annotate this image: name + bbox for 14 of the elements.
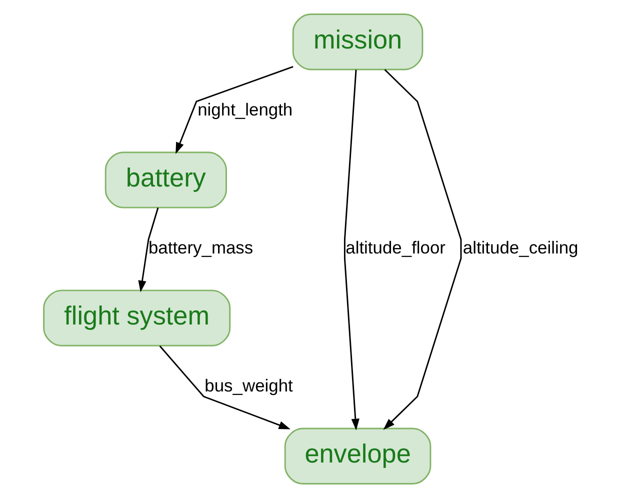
node-box: battery xyxy=(104,152,226,208)
node-box: envelope xyxy=(284,428,431,484)
arrow xyxy=(382,69,462,430)
edge-label: altitude_floor xyxy=(345,238,446,258)
node-box: mission xyxy=(292,14,423,70)
edge-label: bus_weight xyxy=(204,376,292,396)
arrow xyxy=(158,346,290,430)
arrow xyxy=(343,70,359,430)
arrow xyxy=(175,66,293,154)
arrow xyxy=(138,208,158,292)
edge-label: battery_mass xyxy=(148,238,253,258)
node-box: flight system xyxy=(42,290,230,346)
edge-label: night_length xyxy=(197,99,292,120)
edge-label: altitude_ceiling xyxy=(462,238,578,258)
